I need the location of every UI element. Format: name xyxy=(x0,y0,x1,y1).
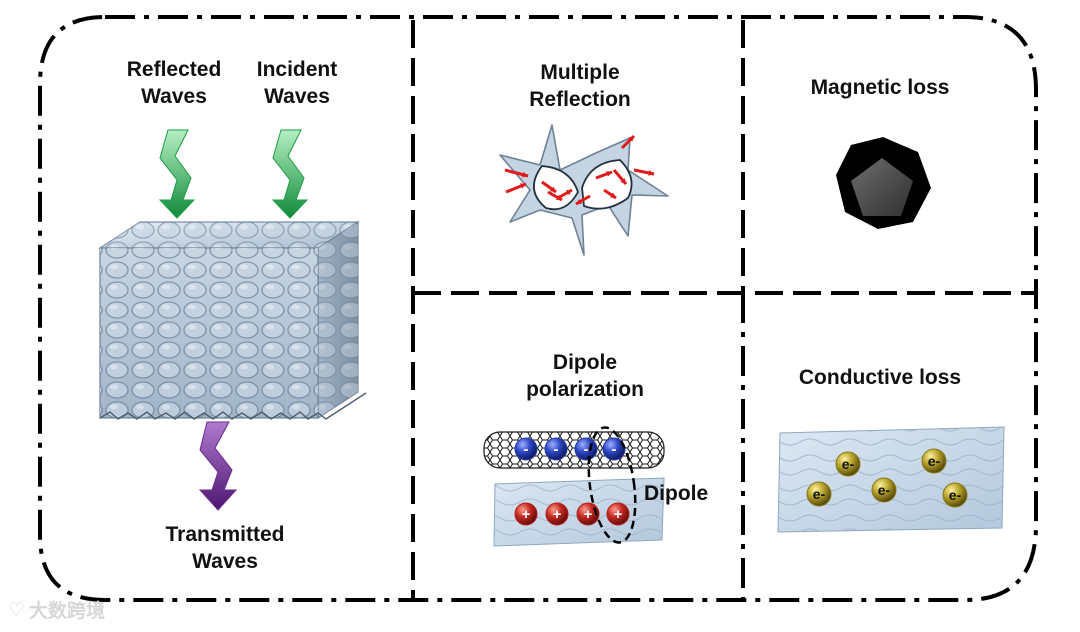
reflection-arrow xyxy=(620,134,636,150)
positive-charges: + + + + xyxy=(514,502,630,526)
electron: e- xyxy=(806,481,832,507)
svg-text:+: + xyxy=(553,506,562,523)
svg-text:-: - xyxy=(524,441,529,458)
svg-text:e-: e- xyxy=(928,453,941,469)
svg-text:e-: e- xyxy=(842,456,855,472)
positive-charge: + xyxy=(606,502,630,526)
electron: e- xyxy=(835,451,861,477)
reflected-line2: Waves xyxy=(141,85,207,108)
foam-cell-cluster xyxy=(499,124,669,256)
incident-line2: Waves xyxy=(264,85,330,108)
negative-charge: - xyxy=(602,437,626,461)
outer-frame xyxy=(38,15,1038,602)
reflection-arrow xyxy=(612,169,628,185)
electron: e- xyxy=(871,477,897,503)
negative-charge: - xyxy=(544,437,568,461)
dipole-line1: Dipole xyxy=(552,351,618,374)
reflection-arrow xyxy=(541,180,557,194)
reflection-arrow xyxy=(575,194,591,206)
svg-text:+: + xyxy=(614,506,623,523)
electron: e- xyxy=(942,482,968,508)
transmitted-line2: Waves xyxy=(192,550,258,573)
incident-line1: Incident xyxy=(256,58,338,81)
svg-text:e-: e- xyxy=(813,486,826,502)
positive-charge: + xyxy=(514,502,538,526)
dipole-label: Dipole xyxy=(644,480,726,507)
magnetic-loss-title: Magnetic loss xyxy=(790,74,970,101)
negative-charge: - xyxy=(514,437,538,461)
reflection-arrow xyxy=(547,190,563,202)
dipole-polarization-title: Dipole polarization xyxy=(505,349,665,403)
watermark-logo-icon: ♡ xyxy=(8,598,26,621)
svg-text:e-: e- xyxy=(878,482,891,498)
svg-text:e-: e- xyxy=(949,487,962,503)
incident-waves-label: Incident Waves xyxy=(237,56,357,110)
multiple-reflection-line2: Reflection xyxy=(529,88,631,111)
multiple-reflection-line1: Multiple xyxy=(540,61,620,84)
positive-charge: + xyxy=(545,502,569,526)
magnetic-loss-text: Magnetic loss xyxy=(810,76,950,99)
electron: e- xyxy=(921,448,947,474)
transmitted-line1: Transmitted xyxy=(165,523,285,546)
electrons: e-e-e-e-e- xyxy=(806,448,968,508)
reflection-arrow xyxy=(557,188,573,200)
reflected-line1: Reflected xyxy=(126,58,222,81)
carbon-nanotube xyxy=(483,431,665,469)
reflection-arrow xyxy=(633,168,655,176)
transmitted-wave-arrow xyxy=(198,421,238,511)
reflected-waves-label: Reflected Waves xyxy=(113,56,235,110)
svg-text:-: - xyxy=(584,441,589,458)
watermark: ♡ 大数跨境 xyxy=(8,596,105,623)
reflection-arrow xyxy=(603,188,617,200)
reflected-wave-arrow xyxy=(158,129,196,219)
reflection-arrows xyxy=(504,134,655,206)
dipole-ellipse xyxy=(587,426,637,544)
negative-charge: - xyxy=(574,437,598,461)
conductive-loss-title: Conductive loss xyxy=(780,364,980,391)
svg-text:-: - xyxy=(554,441,559,458)
conductive-loss-text: Conductive loss xyxy=(798,366,962,389)
reflection-arrow xyxy=(505,182,527,194)
svg-text:+: + xyxy=(522,506,531,523)
incoming-wave-arrow xyxy=(271,129,309,219)
transmitted-waves-label: Transmitted Waves xyxy=(145,521,305,575)
svg-text:-: - xyxy=(612,441,617,458)
svg-text:+: + xyxy=(584,506,593,523)
multiple-reflection-title: Multiple Reflection xyxy=(500,59,660,113)
magnetic-particle xyxy=(836,137,931,229)
conductive-sheet xyxy=(777,426,1005,533)
reflection-arrow xyxy=(595,170,613,180)
watermark-text: 大数跨境 xyxy=(29,600,106,622)
dipole-label-text: Dipole xyxy=(644,482,709,505)
dipole-line2: polarization xyxy=(526,378,644,401)
foam-absorber-block xyxy=(97,220,367,420)
reflection-arrow xyxy=(504,168,529,178)
